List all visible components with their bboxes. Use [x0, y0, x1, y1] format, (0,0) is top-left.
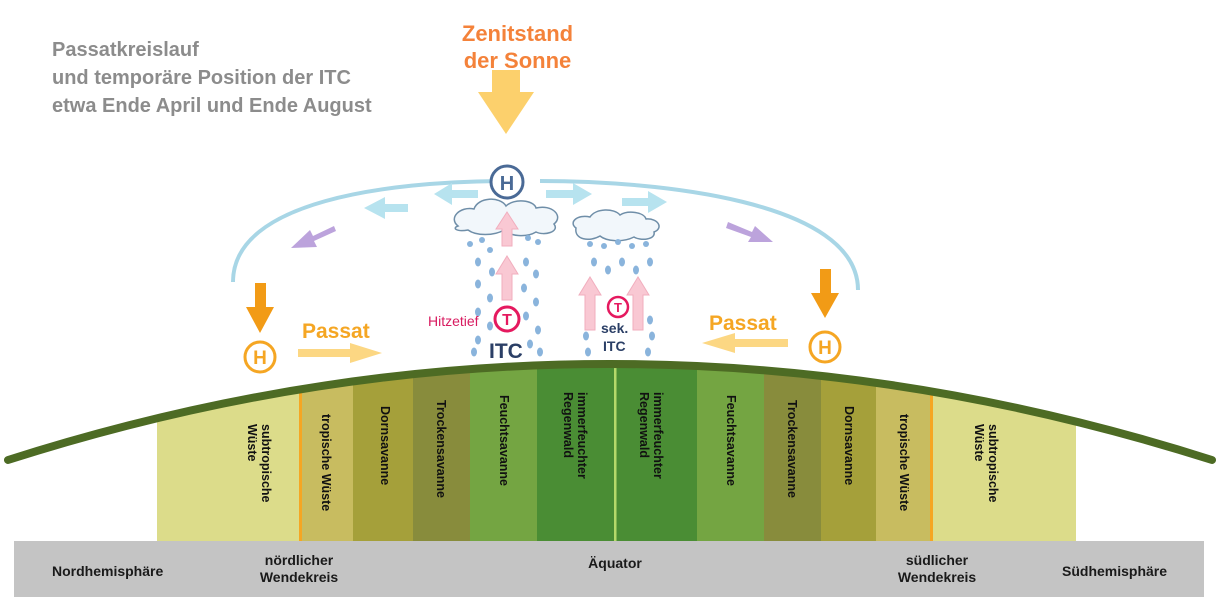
- tropic-line-north: [299, 363, 302, 541]
- label-suedhemisphaere: Südhemisphäre: [1062, 563, 1168, 579]
- zone-label-s2: Trockensavanne: [785, 400, 799, 498]
- zone-band-trockensavanne-north: [413, 363, 470, 541]
- sun-zenith-arrow: [478, 70, 534, 134]
- heat-low-circle: [493, 305, 521, 333]
- upper-air-flow: [364, 183, 667, 219]
- high-pressure-left-label: H: [253, 348, 267, 369]
- heat-low-label: T: [502, 312, 512, 329]
- zenith-line-2: der Sonne: [463, 48, 572, 73]
- high-pressure-right-label: H: [818, 338, 832, 359]
- zone-label-n2: Dornsavanne: [378, 406, 392, 485]
- circulation-arc: [231, 179, 860, 291]
- cloud-secondary: [572, 209, 660, 242]
- noerdlicher-line-2: Wendekreis: [259, 569, 339, 585]
- sek-low-label: T: [614, 300, 622, 315]
- title-line-1: Passatkreislauf: [52, 39, 199, 61]
- down-arrow-right: [811, 269, 839, 318]
- descent-arrow-left: [291, 226, 336, 248]
- upper-arrow-right-2: [622, 191, 667, 213]
- zone-band-subtropische-wueste-south: [931, 363, 1076, 541]
- sek-itc-label-2: ITC: [603, 338, 626, 354]
- rain-secondary: [583, 239, 655, 357]
- high-pressure-top-label: H: [500, 173, 514, 195]
- label-suedlicher-wendekreis: südlicher Wendekreis: [882, 552, 992, 586]
- suedlicher-line-1: südlicher: [905, 552, 969, 568]
- upper-arrow-left-2: [364, 197, 408, 219]
- title-line-3: etwa Ende April und Ende August: [52, 95, 372, 117]
- passat-label-right: Passat: [709, 312, 777, 335]
- ascent-arrow-sek-right: [626, 276, 650, 331]
- rain-main: [467, 235, 543, 357]
- zone-band-feuchtsavanne-south: [697, 363, 764, 541]
- zone-band-dornsavanne-south: [821, 363, 876, 541]
- upper-arrow-right-1: [546, 183, 592, 205]
- equator-line: [614, 363, 617, 541]
- down-arrow-left: [246, 283, 274, 333]
- zenith-line-1: Zenitstand: [461, 21, 574, 46]
- sek-low-circle: [606, 295, 630, 319]
- ascent-arrows: [495, 211, 650, 331]
- zone-label-n0: subtropischeWüste: [245, 424, 273, 503]
- label-nordhemisphaere: Nordhemisphäre: [52, 563, 164, 579]
- upper-arrow-left-1: [434, 183, 478, 205]
- zone-label-n5: immerfeuchterRegenwald: [561, 392, 589, 479]
- noerdlicher-line-1: nördlicher: [264, 552, 334, 568]
- zenith-heading: Zenitstand der Sonne: [450, 20, 585, 74]
- zone-band-tropische-wueste-north: [300, 363, 353, 541]
- label-aequator: Äquator: [588, 555, 642, 571]
- ascent-arrow-main-upper: [495, 211, 519, 247]
- descent-arrow-right: [726, 222, 773, 242]
- ascent-arrow-main-lower: [495, 255, 519, 301]
- hemisphere-bar: [14, 541, 1204, 597]
- passat-label-left: Passat: [302, 320, 370, 343]
- sek-itc-label-1: sek.: [601, 320, 628, 336]
- zone-band-dornsavanne-north: [353, 363, 413, 541]
- high-pressure-left-circle: [243, 340, 277, 374]
- ascent-arrow-sek-left: [578, 276, 602, 331]
- tropic-line-south: [930, 363, 933, 541]
- suedlicher-line-2: Wendekreis: [897, 569, 977, 585]
- zone-band-trockensavanne-south: [764, 363, 821, 541]
- hitzetief-label: Hitzetief: [428, 313, 479, 329]
- zone-label-s3: Dornsavanne: [842, 406, 856, 485]
- title-line-2: und temporäre Position der ITC: [52, 67, 351, 89]
- zone-label-s4: tropische Wüste: [897, 414, 911, 511]
- diagram-title: Passatkreislauf und temporäre Position d…: [52, 36, 372, 120]
- label-noerdlicher-wendekreis: nördlicher Wendekreis: [244, 552, 354, 586]
- zone-label-n3: Trockensavanne: [434, 400, 448, 498]
- passat-arrow-right: [702, 333, 788, 353]
- high-pressure-top-circle: [489, 164, 525, 200]
- zone-label-s0: immerfeuchterRegenwald: [637, 392, 665, 479]
- passat-arrow-left: [298, 343, 382, 363]
- zone-band-regenwald-north: [537, 363, 615, 541]
- high-pressure-right-circle: [808, 330, 842, 364]
- zone-label-n1: tropische Wüste: [319, 414, 333, 511]
- vegetation-zones: [157, 363, 1076, 541]
- itc-label: ITC: [489, 340, 523, 363]
- zone-band-regenwald-south: [615, 363, 697, 541]
- zone-label-s5: subtropischeWüste: [972, 424, 1000, 503]
- zone-band-feuchtsavanne-north: [470, 363, 537, 541]
- zone-label-s1: Feuchtsavanne: [724, 395, 738, 486]
- earth-surface-line: [4, 360, 1216, 464]
- zone-label-n4: Feuchtsavanne: [497, 395, 511, 486]
- zone-band-subtropische-wueste-north: [157, 363, 300, 541]
